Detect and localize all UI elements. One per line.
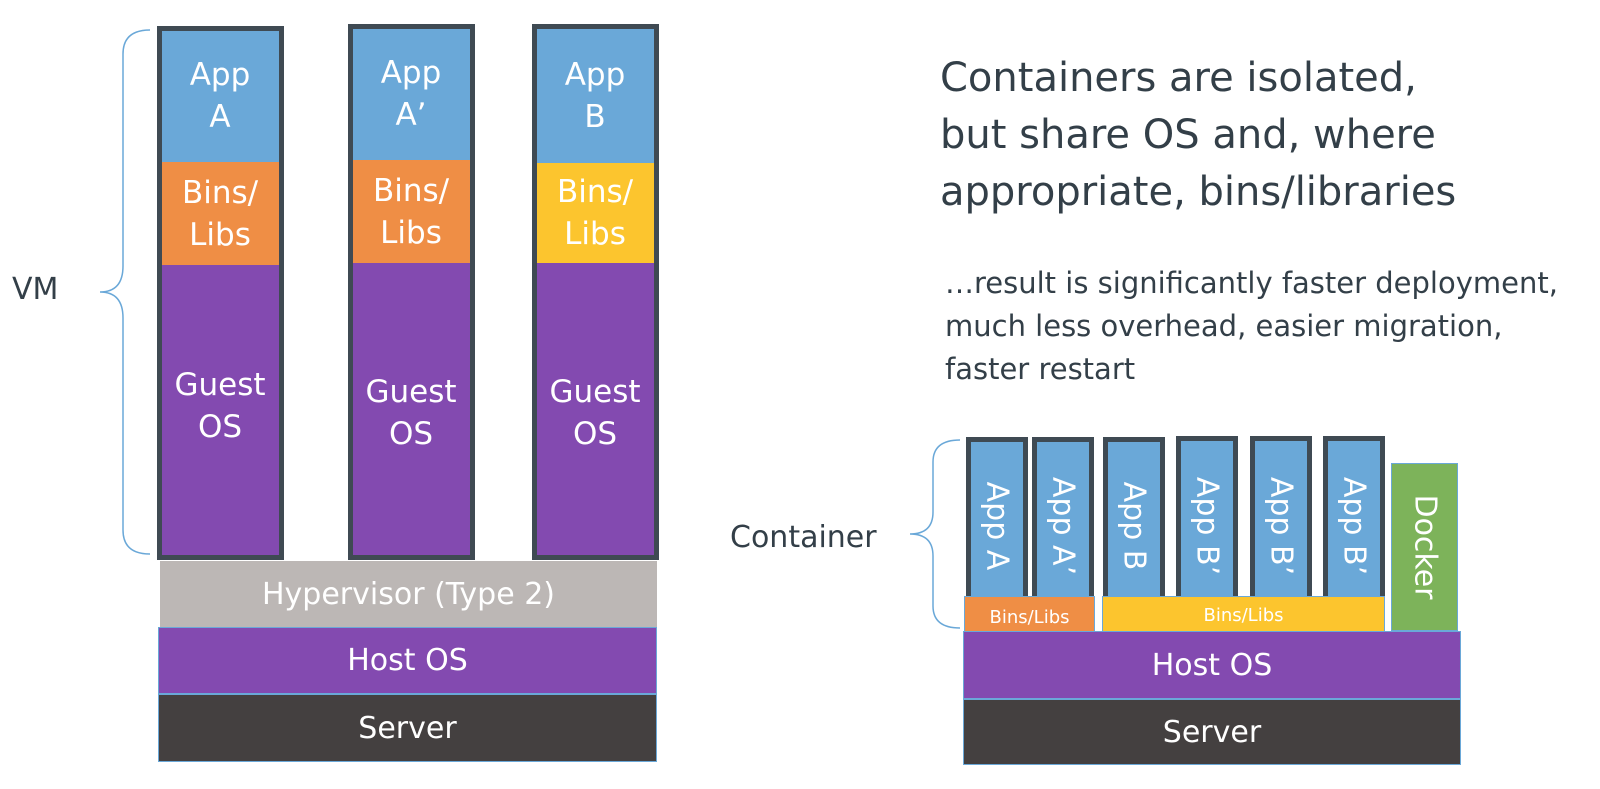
- container-server-layer: Server: [963, 699, 1461, 765]
- vm-bins-libs-block-1: Bins/ Libs: [160, 162, 280, 265]
- vm-bins-libs-label-1: Bins/ Libs: [181, 174, 259, 253]
- container-app-b: App B: [1103, 437, 1165, 615]
- vm-frame-2: [348, 24, 475, 560]
- container-brace-label: Container: [730, 520, 877, 555]
- docker-label: Docker: [1407, 494, 1442, 600]
- vm-guest-os-label-2: Guest OS: [365, 374, 457, 452]
- container-app-b-label: App B: [1116, 481, 1152, 571]
- vm-app-a-label: App A: [189, 57, 251, 135]
- vm-brace-label: VM: [12, 272, 59, 307]
- container-server-label: Server: [1162, 714, 1262, 750]
- vm-brace: [99, 29, 151, 555]
- container-app-b-prime-label-3: App B’: [1336, 476, 1372, 575]
- vm-host-os-layer: Host OS: [158, 627, 657, 694]
- container-app-a-prime-label: App A’: [1045, 476, 1081, 576]
- heading-text: Containers are isolated, but share OS an…: [940, 55, 1457, 215]
- vm-guest-os-block-3: Guest OS: [535, 263, 655, 555]
- container-app-b-prime-1: App B’: [1176, 436, 1238, 615]
- vm-bins-libs-block-3: Bins/ Libs: [535, 163, 655, 263]
- vm-bins-libs-label-2: Bins/ Libs: [372, 172, 450, 251]
- container-app-b-prime-label-1: App B’: [1189, 476, 1225, 575]
- vm-app-a-prime-label: App A’: [380, 55, 442, 133]
- container-bins-libs-b-label: Bins/Libs: [1203, 604, 1284, 626]
- vm-guest-os-block-2: Guest OS: [351, 263, 471, 555]
- vm-server-label: Server: [358, 710, 457, 746]
- vm-guest-os-label-1: Guest OS: [174, 367, 266, 445]
- container-app-b-prime-3: App B’: [1323, 436, 1385, 615]
- container-host-os-label: Host OS: [1151, 647, 1273, 683]
- vm-frame-1: [157, 26, 284, 560]
- vm-diagram: VM App A Bins/ Libs Guest OS App A’ Bins…: [0, 0, 680, 789]
- container-host-os-layer: Host OS: [963, 631, 1461, 699]
- vm-bins-libs-label-3: Bins/ Libs: [556, 174, 634, 252]
- container-app-a-label: App A: [979, 481, 1015, 571]
- vm-app-a-block: App A: [160, 30, 280, 162]
- docker-block: Docker: [1391, 463, 1458, 631]
- container-bins-libs-a: Bins/Libs: [964, 596, 1095, 632]
- container-bins-libs-b: Bins/Libs: [1102, 596, 1385, 632]
- hypervisor-label: Hypervisor (Type 2): [261, 576, 556, 612]
- vm-guest-os-block-1: Guest OS: [160, 265, 280, 555]
- container-app-b-prime-label-2: App B’: [1263, 476, 1299, 575]
- hypervisor-layer: Hypervisor (Type 2): [160, 561, 657, 627]
- vm-frame-3: [532, 24, 659, 560]
- vm-app-a-prime-block: App A’: [351, 28, 471, 160]
- vm-server-layer: Server: [158, 694, 657, 762]
- container-app-b-prime-2: App B’: [1250, 436, 1312, 615]
- vm-host-os-label: Host OS: [347, 643, 468, 678]
- container-bins-libs-a-label: Bins/Libs: [989, 606, 1070, 628]
- container-app-a: App A: [966, 437, 1028, 615]
- container-diagram: Container App A App A’ App B App B’ App …: [700, 420, 1600, 789]
- container-app-a-prime: App A’: [1032, 437, 1094, 615]
- subtext: …result is significantly faster deployme…: [945, 266, 1558, 386]
- container-brace: [909, 439, 961, 629]
- vm-guest-os-label-3: Guest OS: [549, 374, 641, 452]
- vm-app-b-label: App B: [564, 56, 626, 135]
- vm-bins-libs-block-2: Bins/ Libs: [351, 160, 471, 263]
- vm-app-b-block: App B: [535, 28, 655, 163]
